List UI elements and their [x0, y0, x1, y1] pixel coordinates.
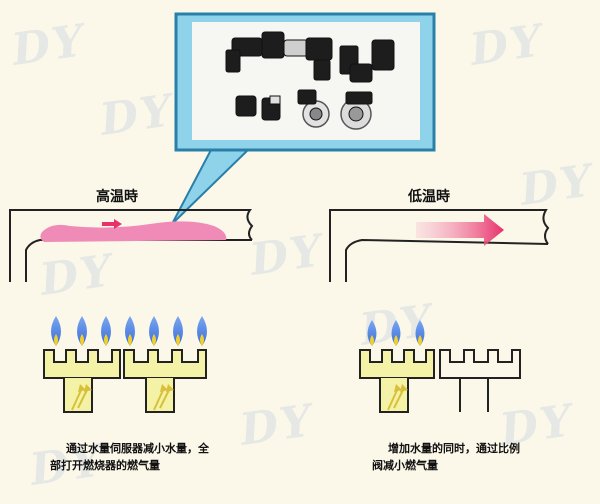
left-caption-line2: 部打开燃烧器的燃气量: [50, 459, 160, 472]
right-caption-line2: 阀减小燃气量: [372, 459, 438, 472]
burner-right-1: [359, 349, 435, 379]
left-burners: [43, 349, 207, 413]
valve-components-illustration: [225, 31, 395, 130]
right-pipe: [329, 209, 550, 282]
left-heading: 高温時: [96, 189, 138, 205]
right-caption-line1: 增加水量的同时，通过比例: [388, 442, 520, 455]
flow-arrow-large: [416, 214, 504, 246]
right-caption: 增加水量的同时，通过比例 阀减小燃气量: [372, 440, 520, 474]
left-flames: [51, 316, 207, 346]
right-heading: 低温時: [408, 189, 450, 205]
left-caption: 通过水量伺服器减小水量，全 部打开燃烧器的燃气量: [50, 440, 209, 474]
burner-left-2: [123, 349, 207, 379]
flow-arrow-small: [102, 219, 122, 229]
burner-right-2: [439, 349, 521, 379]
right-burners: [359, 349, 521, 413]
right-flames: [367, 320, 425, 346]
left-caption-line1: 通过水量伺服器减小水量，全: [66, 442, 209, 455]
callout-pointer: [171, 147, 253, 225]
callout: [171, 12, 436, 225]
left-pipe: [9, 209, 254, 282]
burner-left-1: [43, 349, 121, 379]
hot-water-flow: [40, 221, 227, 242]
